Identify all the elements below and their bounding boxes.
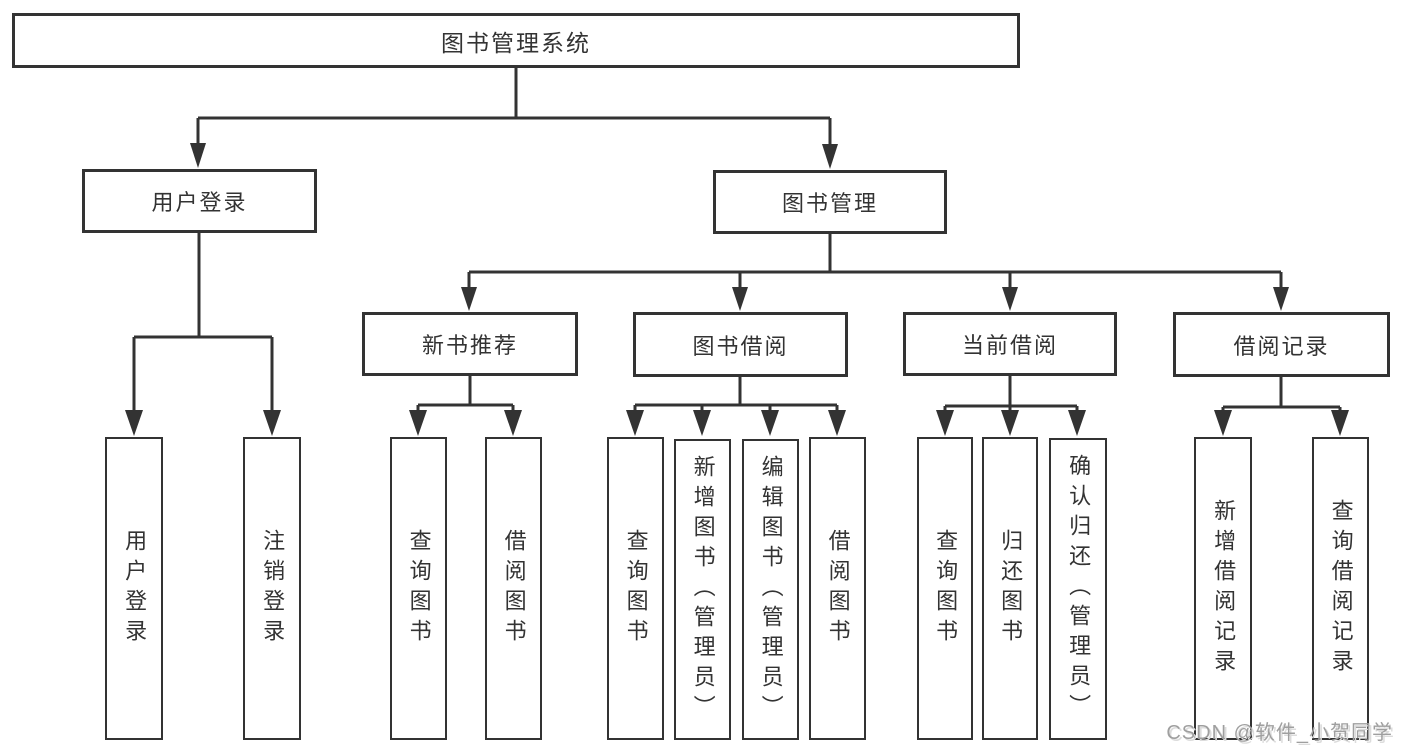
node-label: 查询借阅记录 <box>1328 498 1354 679</box>
node-label: 用户登录 <box>151 190 248 215</box>
node-root-library-system: 图书管理系统 <box>12 13 1020 68</box>
node-leaf-return-books: 归还图书 <box>982 437 1038 740</box>
node-label: 图书管理 <box>781 191 878 216</box>
node-leaf-user-login: 用户登录 <box>105 437 163 740</box>
node-label: 借阅图书 <box>501 528 527 649</box>
node-label: 注销登录 <box>260 528 286 649</box>
node-label: 归还图书 <box>998 528 1024 649</box>
node-label: 查询图书 <box>406 528 432 649</box>
node-leaf-query-borrow-record: 查询借阅记录 <box>1312 437 1369 740</box>
node-leaf-confirm-return-admin: 确认归还（管理员） <box>1049 438 1107 740</box>
node-leaf-borrow-books-1: 借阅图书 <box>485 437 542 740</box>
node-leaf-add-borrow-record: 新增借阅记录 <box>1194 437 1252 740</box>
node-label: 用户登录 <box>122 528 148 649</box>
node-leaf-query-books-2: 查询图书 <box>607 437 664 740</box>
node-label: 新书推荐 <box>421 333 518 358</box>
node-borrow-records: 借阅记录 <box>1173 312 1390 377</box>
node-book-borrow: 图书借阅 <box>633 312 848 377</box>
csdn-watermark: CSDN @软件_小贺同学 <box>1166 722 1393 744</box>
node-label: 图书管理系统 <box>441 29 591 56</box>
node-leaf-add-books-admin: 新增图书（管理员） <box>674 439 731 740</box>
node-label: 借阅记录 <box>1233 333 1330 359</box>
node-label: 借阅图书 <box>825 528 851 649</box>
node-current-borrow: 当前借阅 <box>903 312 1117 376</box>
node-label: 当前借阅 <box>961 333 1058 358</box>
node-label: 新增借阅记录 <box>1211 498 1237 679</box>
node-book-management-group: 图书管理 <box>713 170 947 234</box>
node-label: 编辑图书（管理员） <box>758 454 784 725</box>
node-user-login-group: 用户登录 <box>82 169 317 233</box>
node-leaf-borrow-books-2: 借阅图书 <box>809 437 866 740</box>
node-new-book-recommend: 新书推荐 <box>362 312 578 376</box>
node-leaf-edit-books-admin: 编辑图书（管理员） <box>742 439 799 740</box>
node-leaf-logout: 注销登录 <box>243 437 301 740</box>
arrowhead-icons <box>125 143 1349 436</box>
node-leaf-query-books-1: 查询图书 <box>390 437 447 740</box>
node-label: 确认归还（管理员） <box>1066 454 1092 724</box>
node-label: 查询图书 <box>623 528 649 649</box>
node-label: 新增图书（管理员） <box>690 454 716 725</box>
node-leaf-query-books-3: 查询图书 <box>917 437 973 740</box>
node-label: 查询图书 <box>933 528 959 649</box>
node-label: 图书借阅 <box>692 333 789 359</box>
